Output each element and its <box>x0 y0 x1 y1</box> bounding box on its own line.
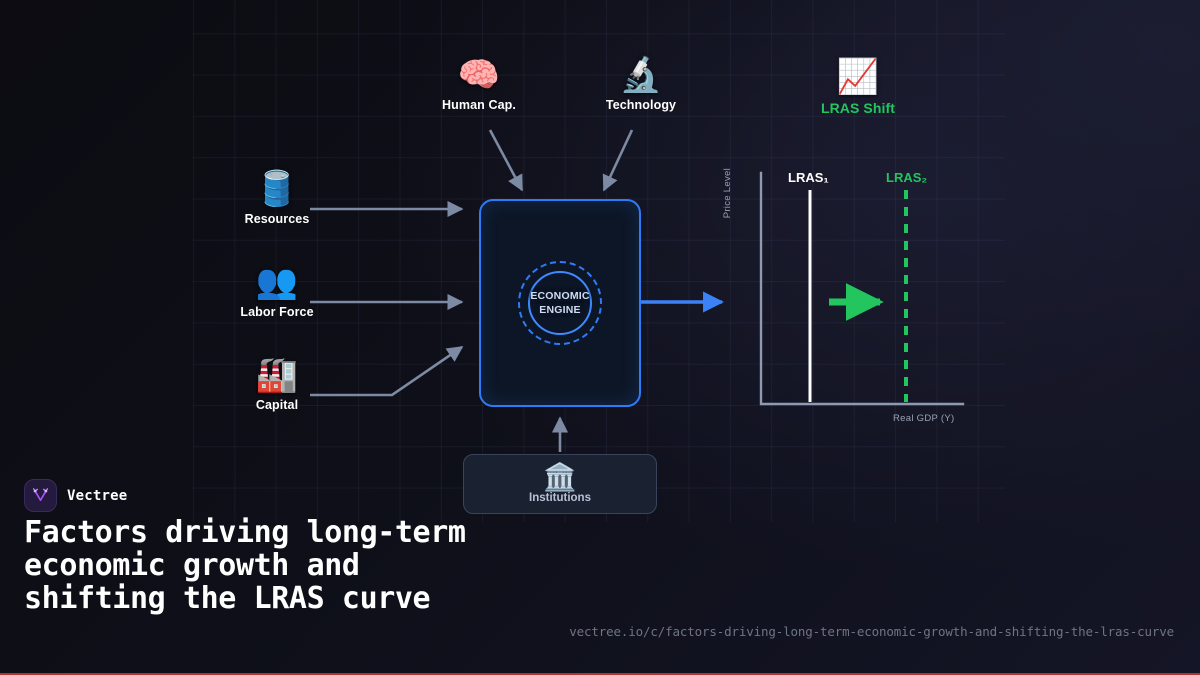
node-resources[interactable]: 🛢️ Resources <box>227 172 327 226</box>
node-label: Human Cap. <box>442 98 516 112</box>
chart-axes <box>759 171 965 406</box>
chart-x-axis-label: Real GDP (Y) <box>893 413 955 424</box>
node-institutions[interactable]: 🏛️ Institutions <box>463 454 657 514</box>
node-label: Resources <box>244 212 310 226</box>
lras2-legend-label: LRAS₂ <box>886 170 928 185</box>
node-label: LRAS Shift <box>820 100 896 116</box>
people-icon: 👥 <box>255 263 299 301</box>
node-label: Technology <box>605 98 677 112</box>
connector-capital-to-engine <box>310 345 464 397</box>
chart-y-axis-label: Price Level <box>722 168 733 219</box>
brain-icon: 🧠 <box>457 56 501 94</box>
node-lras-shift[interactable]: 📈 LRAS Shift <box>808 60 908 116</box>
engine-dashed-ring <box>518 261 602 345</box>
engine-label-line1: ECONOMIC <box>530 289 590 302</box>
node-label: Capital <box>255 398 299 412</box>
page-title: Factors driving long-term economic growt… <box>24 515 466 616</box>
engine-label: ECONOMIC ENGINE <box>505 289 615 317</box>
node-label: Institutions <box>529 492 591 504</box>
brand: Vectree <box>24 479 127 512</box>
connector-human-capital-to-engine <box>488 129 524 192</box>
engine-solid-ring <box>528 271 592 335</box>
classical-building-icon: 🏛️ <box>543 462 577 492</box>
footer-url: vectree.io/c/factors-driving-long-term-e… <box>569 624 1174 639</box>
engine-label-line2: ENGINE <box>539 304 581 316</box>
factory-icon: 🏭 <box>255 356 299 394</box>
lras1-legend-label: LRAS₁ <box>788 170 829 185</box>
chart-increasing-icon: 📈 <box>836 58 880 96</box>
oil-drum-icon: 🛢️ <box>255 170 299 208</box>
vectree-v-logo-icon <box>24 479 57 512</box>
node-human-capital[interactable]: 🧠 Human Cap. <box>429 58 529 112</box>
node-label: Labor Force <box>240 305 314 319</box>
node-labor-force[interactable]: 👥 Labor Force <box>227 265 327 319</box>
microscope-icon: 🔬 <box>619 56 663 94</box>
bottom-accent-rule <box>0 673 1200 675</box>
engine-rings <box>518 261 602 345</box>
node-capital[interactable]: 🏭 Capital <box>227 358 327 412</box>
economic-engine-box[interactable]: ECONOMIC ENGINE <box>479 199 641 407</box>
node-technology[interactable]: 🔬 Technology <box>591 58 691 112</box>
connector-technology-to-engine <box>602 129 634 192</box>
brand-name: Vectree <box>67 487 128 504</box>
